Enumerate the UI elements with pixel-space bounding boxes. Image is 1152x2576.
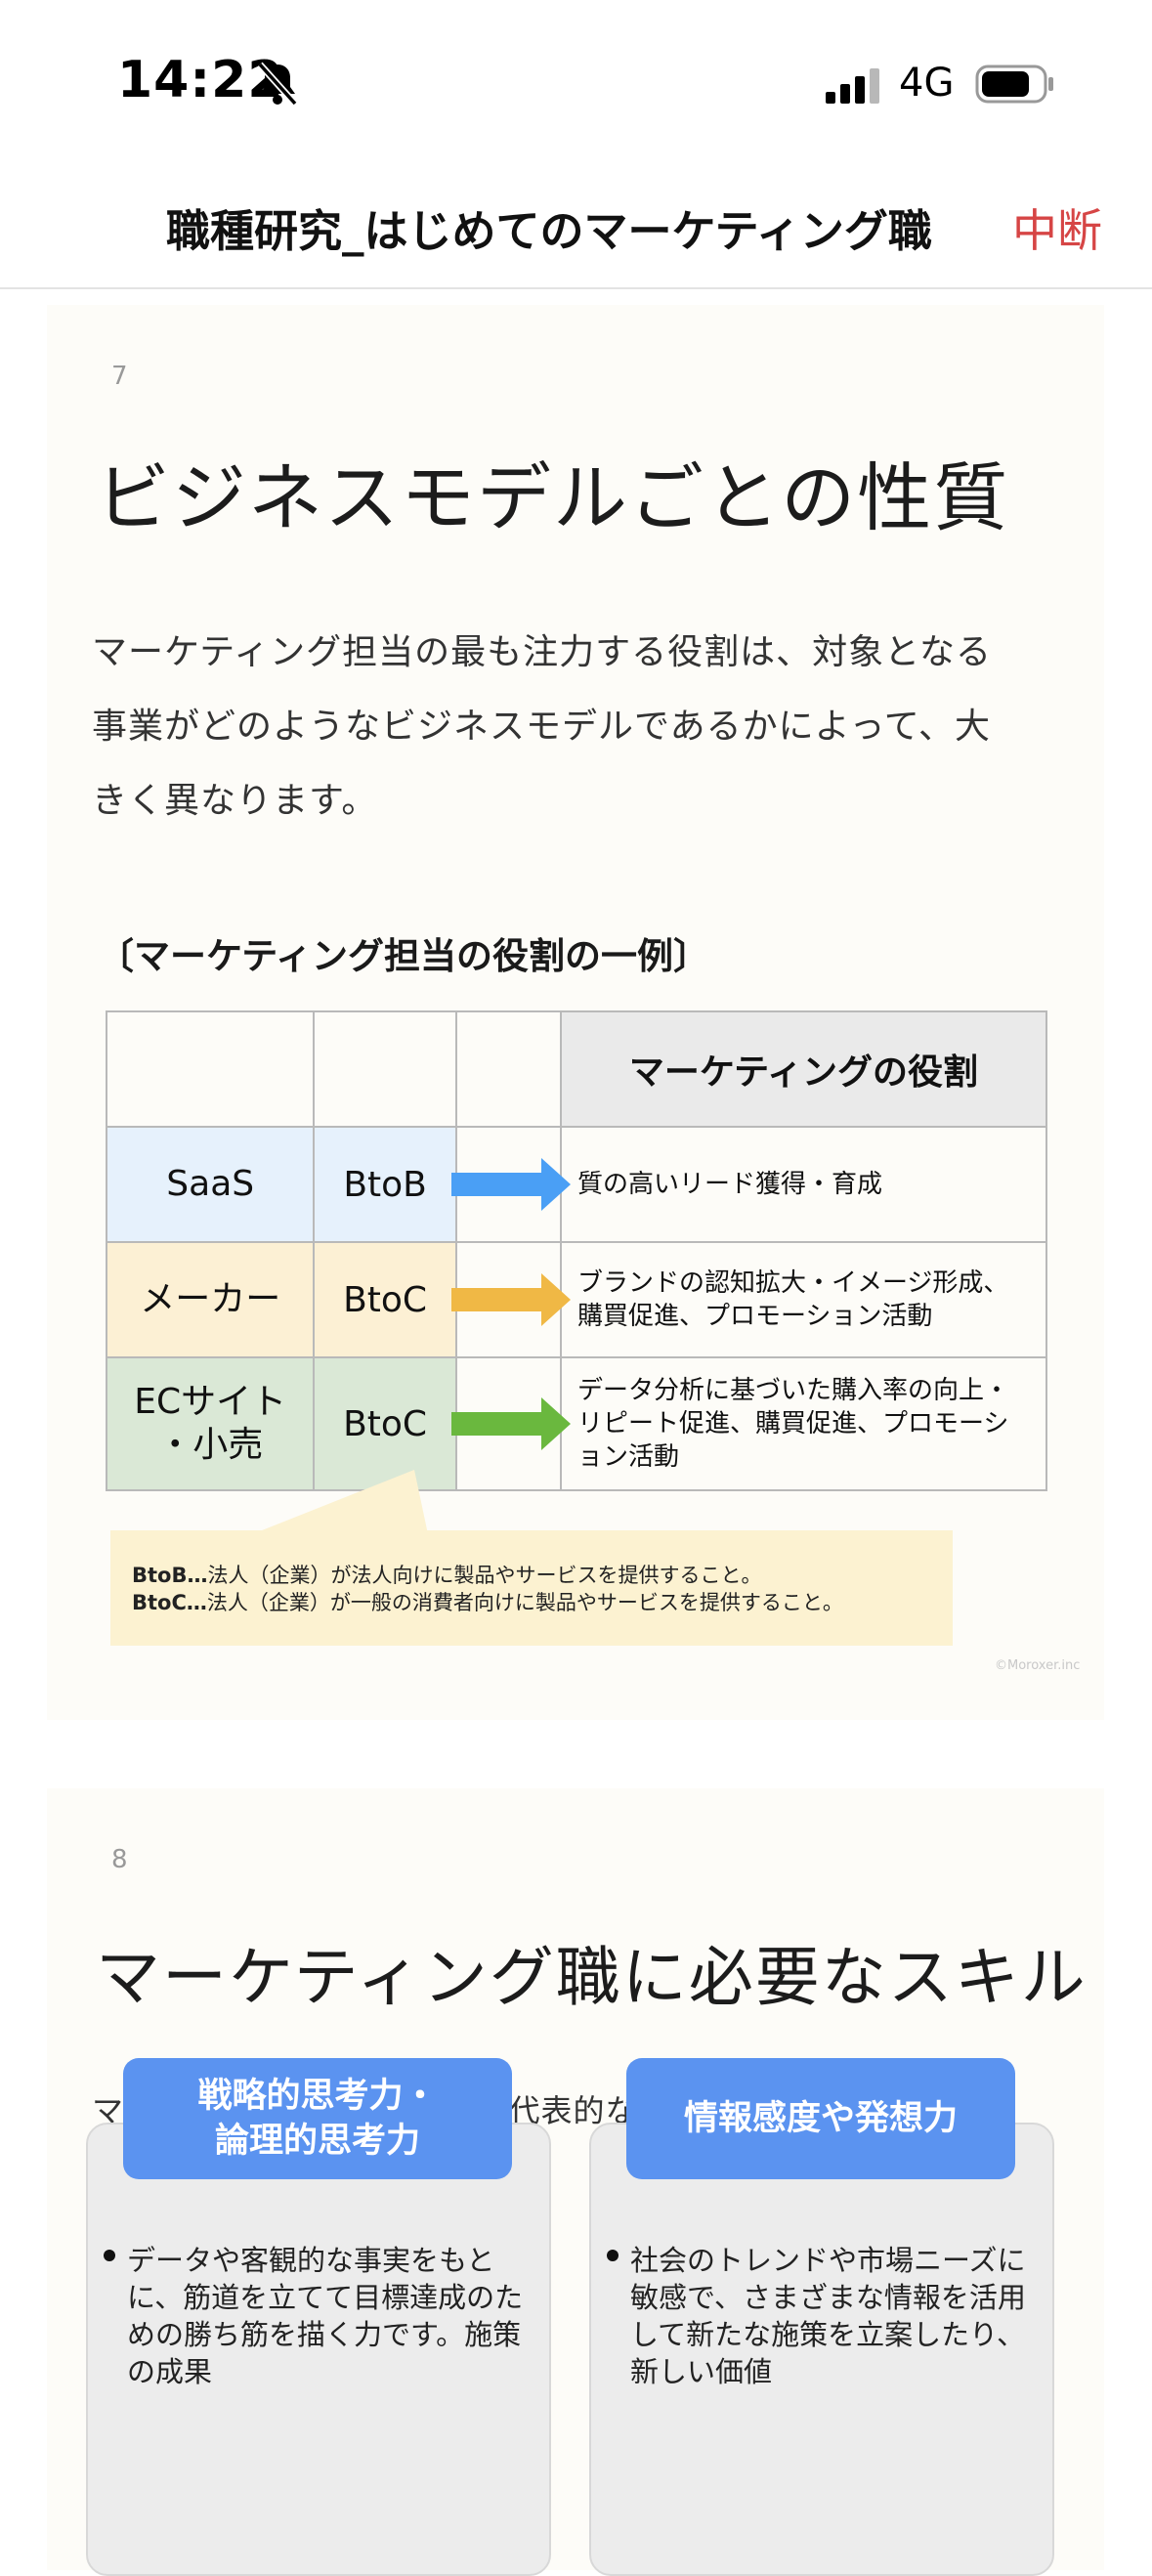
business-model-line: ・小売 xyxy=(157,1425,264,1465)
table-header-row: マーケティングの役割 xyxy=(105,1010,1048,1128)
note-term: BtoB… xyxy=(132,1564,208,1587)
skill-title-line: 論理的思考力 xyxy=(214,2122,420,2161)
body-line: きく異なります。 xyxy=(92,781,378,821)
table-row: SaaS BtoB 質の高いリード獲得・育成 xyxy=(105,1126,1048,1243)
app-header: 職種研究_はじめてのマーケティング職 中断 xyxy=(0,166,1152,289)
table-row: ECサイト ・小売 BtoC データ分析に基づいた購入率の向上・リピート促進、購… xyxy=(105,1356,1048,1491)
skill-title-pill: 情報感度や発想力 xyxy=(626,2058,1015,2179)
business-type-cell: BtoC xyxy=(313,1241,457,1358)
callout-tail xyxy=(252,1470,428,1534)
note-line-btob: BtoB…法人（企業）が法人向けに製品やサービスを提供すること。 xyxy=(132,1560,761,1589)
definition-note: BtoB…法人（企業）が法人向けに製品やサービスを提供すること。 BtoC…法人… xyxy=(110,1530,953,1646)
slide-7: 7 ビジネスモデルごとの性質 マーケティング担当の最も注力する役割は、対象となる… xyxy=(47,305,1104,1720)
arrow-shape xyxy=(450,1158,571,1211)
status-bar: 14:22 4G xyxy=(0,0,1152,156)
business-model-cell: メーカー xyxy=(105,1241,316,1358)
skill-title-line: 情報感度や発想力 xyxy=(683,2099,958,2138)
note-term: BtoC… xyxy=(132,1591,207,1614)
arrow-cell xyxy=(450,1126,571,1243)
page-number: 7 xyxy=(111,362,128,391)
skill-title-line: 戦略的思考力・ xyxy=(197,2077,438,2116)
business-model-cell: SaaS xyxy=(105,1126,316,1243)
skill-text: データや客観的な事実をもとに、筋道を立てて目標達成のための勝ち筋を描く力です。施… xyxy=(127,2244,524,2388)
role-cell: ブランドの認知拡大・イメージ形成、購買促進、プロモーション活動 xyxy=(559,1241,1048,1358)
signal-icon xyxy=(826,68,879,104)
page-title: 職種研究_はじめてのマーケティング職 xyxy=(166,205,932,257)
roles-header: マーケティングの役割 xyxy=(559,1010,1048,1128)
business-model-line: ECサイト xyxy=(134,1382,287,1422)
skill-card: 社会のトレンドや市場ニーズに敏感で、さまざまな情報を活用して新たな施策を立案した… xyxy=(589,2123,1054,2576)
business-model-cell: ECサイト ・小売 xyxy=(105,1356,316,1491)
arrow-cell xyxy=(450,1241,571,1358)
note-text: 法人（企業）が一般の消費者向けに製品やサービスを提供すること。 xyxy=(206,1591,843,1614)
slide-title: マーケティング職に必要なスキル xyxy=(96,1940,1088,2015)
role-cell: データ分析に基づいた購入率の向上・リピート促進、購買促進、プロモーション活動 xyxy=(559,1356,1048,1491)
bullet xyxy=(104,2250,115,2261)
section-label: 〔マーケティング担当の役割の一例〕 xyxy=(98,935,710,977)
skill-title-pill: 戦略的思考力・ 論理的思考力 xyxy=(123,2058,512,2179)
body-line: マーケティング担当の最も注力する役割は、対象となる xyxy=(92,632,993,672)
role-cell: 質の高いリード獲得・育成 xyxy=(559,1126,1048,1243)
slide-body: マーケティング担当の最も注力する役割は、対象となる 事業がどのようなビジネスモデ… xyxy=(92,616,1079,838)
bell-slash-icon xyxy=(257,62,298,106)
skill-text: 社会のトレンドや市場ニーズに敏感で、さまざまな情報を活用して新たな施策を立案した… xyxy=(630,2244,1026,2388)
role-table: マーケティングの役割 SaaS BtoB 質の高いリード獲得・育成 メーカー B… xyxy=(105,1010,1048,1491)
copyright: ©Moroxer.inc xyxy=(995,1658,1081,1673)
note-text: 法人（企業）が法人向けに製品やサービスを提供すること。 xyxy=(207,1564,762,1587)
empty-header-cell xyxy=(313,1010,457,1128)
arrow-cell xyxy=(450,1356,571,1491)
business-type-cell: BtoB xyxy=(313,1126,457,1243)
skill-card: データや客観的な事実をもとに、筋道を立てて目標達成のための勝ち筋を描く力です。施… xyxy=(86,2123,551,2576)
arrow-shape xyxy=(450,1397,571,1450)
business-type-cell: BtoC xyxy=(313,1356,457,1491)
arrow-right-icon xyxy=(450,1397,571,1450)
battery-icon xyxy=(975,64,1053,104)
arrow-right-icon xyxy=(450,1273,571,1326)
slide-8: 8 マーケティング職に必要なスキル マーケティング職に必要な、代表的なスキルを紹… xyxy=(47,1788,1104,2576)
arrow-right-icon xyxy=(450,1158,571,1211)
empty-header-cell xyxy=(454,1010,562,1128)
arrow-shape xyxy=(450,1273,571,1326)
status-time: 14:22 xyxy=(117,51,284,109)
page-number: 8 xyxy=(111,1845,128,1874)
body-line: 事業がどのようなビジネスモデルであるかによって、大 xyxy=(92,707,991,747)
slide-title: ビジネスモデルごとの性質 xyxy=(96,454,1010,541)
table-row: メーカー BtoC ブランドの認知拡大・イメージ形成、購買促進、プロモーション活… xyxy=(105,1241,1048,1358)
bullet xyxy=(607,2250,619,2261)
network-label: 4G xyxy=(899,61,955,106)
note-line-btoc: BtoC…法人（企業）が一般の消費者向けに製品やサービスを提供すること。 xyxy=(132,1587,843,1616)
empty-header-cell xyxy=(105,1010,316,1128)
abort-button[interactable]: 中断 xyxy=(1012,204,1102,257)
